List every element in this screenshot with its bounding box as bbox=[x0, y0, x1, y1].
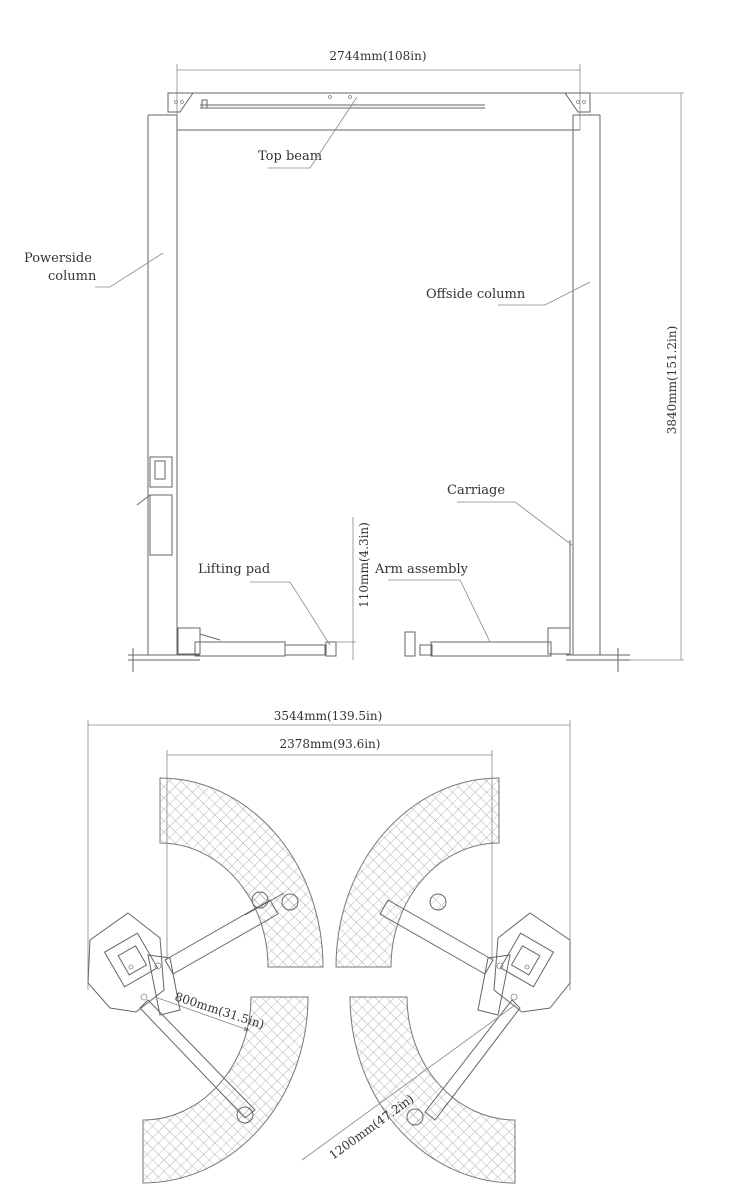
label-offside-column: Offside column bbox=[426, 287, 526, 302]
label-lifting-pad: Lifting pad bbox=[198, 562, 270, 577]
swing-zone-bottom-left bbox=[142, 996, 309, 1184]
label-carriage: Carriage bbox=[447, 483, 505, 498]
label-powerside-1: Powerside bbox=[24, 251, 92, 266]
height-dimension: 3840mm(151.2in) bbox=[590, 92, 684, 661]
left-arm bbox=[177, 627, 337, 657]
right-arm bbox=[404, 627, 571, 657]
overall-width-label: 3544mm(139.5in) bbox=[274, 709, 383, 723]
label-top-beam: Top beam bbox=[258, 149, 322, 164]
width-dim-label: 2744mm(108in) bbox=[329, 49, 426, 63]
offside-column bbox=[566, 114, 630, 672]
label-powerside-2: column bbox=[48, 269, 97, 284]
label-arm-assembly: Arm assembly bbox=[374, 562, 469, 577]
swing-zone-bottom-right bbox=[349, 996, 516, 1184]
arm-top-left bbox=[164, 891, 299, 975]
top-beam bbox=[167, 92, 591, 131]
inner-width-label: 2378mm(93.6in) bbox=[280, 737, 381, 751]
swing-zone-top-left bbox=[159, 777, 324, 968]
arm-top-right bbox=[379, 893, 494, 975]
width-dimension: 2744mm(108in) bbox=[176, 49, 581, 130]
height-dim-label: 3840mm(151.2in) bbox=[665, 326, 679, 435]
arm-bottom-left bbox=[139, 999, 256, 1124]
swing-zone-top-right bbox=[335, 777, 500, 968]
pad-height-dim-label: 110mm(4.3in) bbox=[357, 522, 371, 608]
overall-width-dimension: 3544mm(139.5in) bbox=[87, 709, 571, 990]
left-column-base bbox=[87, 912, 181, 1016]
powerside-column bbox=[128, 114, 200, 672]
top-view: 3544mm(139.5in) 2378mm(93.6in) bbox=[87, 709, 571, 1184]
inner-width-dimension: 2378mm(93.6in) bbox=[166, 737, 493, 960]
arm-bottom-right bbox=[406, 999, 521, 1126]
right-column-base bbox=[477, 912, 571, 1016]
front-view: 2744mm(108in) 3840mm(151.2in) bbox=[24, 49, 684, 672]
